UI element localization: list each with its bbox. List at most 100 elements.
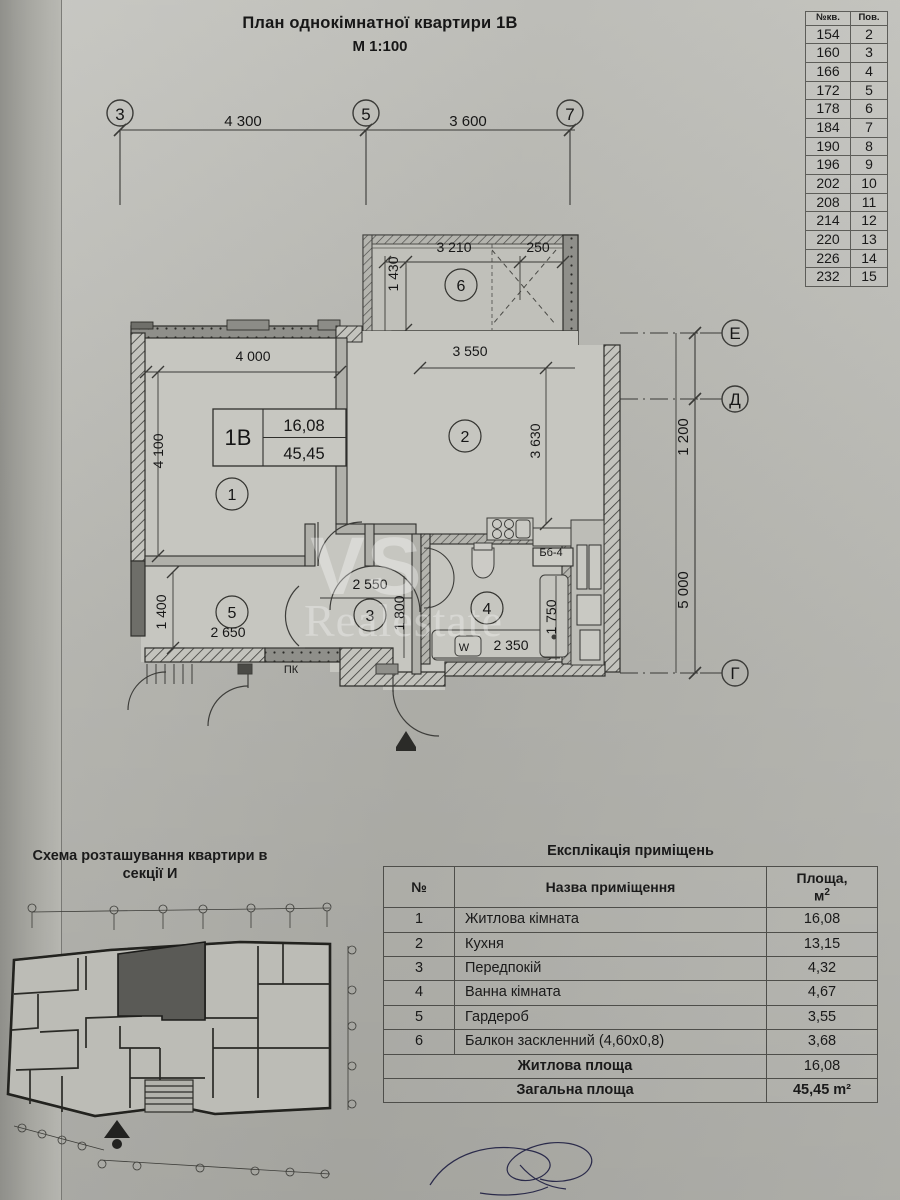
dimension-2650: 2 650	[210, 624, 245, 640]
room-marker-label-4: 4	[483, 601, 492, 618]
floor-number: 11	[850, 192, 888, 213]
dimension-4100: 4 100	[150, 433, 166, 468]
dimension-2550: 2 550	[352, 576, 387, 592]
apartment-number: 208	[805, 192, 851, 213]
summary-value: 16,08	[766, 1053, 878, 1079]
north-arrow-icon	[396, 731, 416, 751]
dimension-3630: 3 630	[527, 423, 543, 458]
handwritten-signature	[429, 1141, 593, 1196]
header-area-line2: м	[814, 887, 825, 904]
apartment-number: 220	[805, 230, 851, 250]
header-room-no: №	[383, 865, 455, 909]
summary-value: 45,45 m²	[766, 1077, 878, 1104]
room-number: 1	[383, 907, 455, 933]
grid-label-right-Д: Д	[729, 390, 741, 409]
grid-label-right-Е: Е	[729, 324, 740, 343]
room-marker-label-3: 3	[366, 608, 375, 625]
room-number: 2	[383, 931, 455, 958]
floor-number: 12	[850, 211, 888, 232]
header-flat-no: №кв.	[805, 11, 851, 26]
dimension-1430: 1 430	[385, 256, 401, 291]
apartment-badge: 1В 16,08 45,45	[212, 408, 347, 467]
floor-number: 10	[850, 174, 888, 194]
dimension-3210: 3 210	[436, 239, 471, 255]
dimension-lines	[139, 361, 575, 660]
dimension-1200: 1 200	[675, 418, 692, 456]
floor-number: 5	[850, 80, 888, 101]
apartment-number: 190	[805, 136, 851, 157]
section-scheme-title: Схема розташування квартири в секції И	[0, 848, 300, 883]
summary-label: Загальна площа	[383, 1077, 767, 1104]
svg-text:45,45: 45,45	[283, 445, 324, 463]
entry-stairs	[146, 663, 399, 684]
floor-number: 3	[850, 43, 888, 63]
dimension-3600: 3 600	[449, 113, 487, 130]
explication-title: Експлікація приміщень	[547, 843, 714, 859]
explication-header-row: № Назва приміщення Площа, м2	[383, 865, 878, 909]
dimension-1800: 1 800	[391, 595, 407, 630]
page-title: План однокімнатної квартири 1В	[242, 14, 518, 32]
grid-label-top-3: 3	[115, 105, 124, 124]
floor-number: 2	[850, 24, 888, 45]
room-marker-label-2: 2	[461, 429, 470, 446]
apartment-number: 172	[805, 80, 851, 101]
room-area: 16,08	[766, 907, 878, 933]
room-name: Гардероб	[454, 1004, 767, 1031]
section-location-plan	[6, 902, 357, 1179]
apartment-number: 232	[805, 267, 851, 288]
grid-label-top-5: 5	[361, 105, 370, 124]
table-header-row: №кв. Пов.	[805, 11, 888, 26]
room-marker-3: 3	[353, 598, 387, 632]
grid-axis-right	[620, 319, 749, 687]
room-marker-4: 4	[470, 591, 504, 625]
svg-text:1В: 1В	[225, 425, 252, 450]
dimension-4300: 4 300	[224, 113, 262, 130]
dimension-1750: 1 750	[543, 599, 559, 634]
dimension-250: 250	[526, 239, 550, 255]
annotation-ПК: ПК	[284, 664, 299, 676]
dimension-4000: 4 000	[235, 348, 270, 364]
room-area: 3,55	[766, 1004, 878, 1031]
section-scheme-title-line1: Схема розташування квартири в	[32, 848, 268, 864]
apartment-number: 154	[805, 24, 851, 45]
room-marker-2: 2	[448, 419, 482, 453]
header-area-line1: Площа,	[796, 870, 848, 886]
room-marker-1: 1	[215, 477, 249, 511]
floor-number: 8	[850, 136, 888, 157]
dimension-5000: 5 000	[675, 571, 692, 609]
dimension-2350: 2 350	[493, 637, 528, 653]
room-name: Балкон заскленний (4,60х0,8)	[454, 1029, 767, 1055]
room-number: 3	[383, 956, 455, 982]
dimension-3550: 3 550	[452, 343, 487, 359]
room-number: 5	[383, 1004, 455, 1031]
header-room-name: Назва приміщення	[454, 865, 767, 909]
floor-number: 4	[850, 61, 888, 82]
grid-axis-top	[106, 99, 584, 205]
mini-north-arrow-icon	[104, 1120, 130, 1149]
room-area: 4,67	[766, 980, 878, 1006]
annotation-Бб-4: Бб-4	[539, 547, 562, 559]
header-room-area: Площа, м2	[766, 865, 878, 909]
room-name: Кухня	[454, 931, 767, 958]
room-marker-5: 5	[215, 595, 249, 629]
room-name: Житлова кімната	[454, 907, 767, 933]
room-area: 13,15	[766, 931, 878, 958]
room-marker-6: 6	[444, 268, 478, 302]
